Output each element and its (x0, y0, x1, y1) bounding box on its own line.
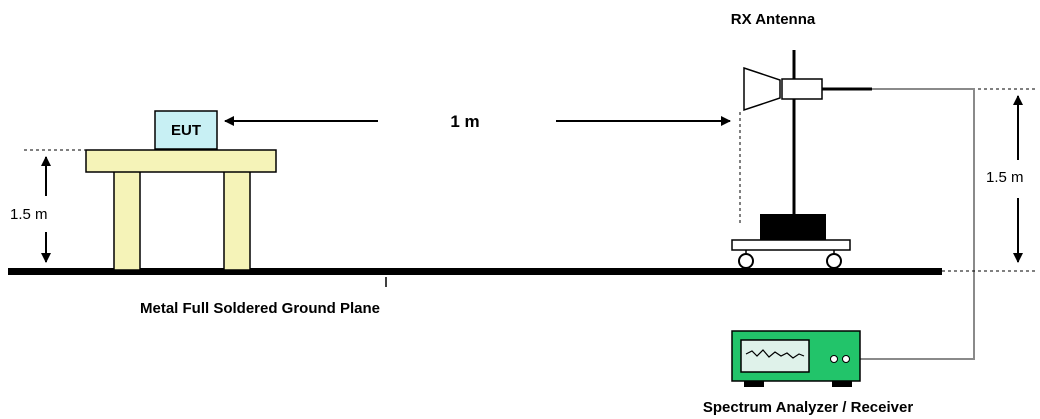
horn-antenna (743, 66, 872, 112)
distance-label: 1 m (450, 112, 479, 131)
analyzer-knob-1 (830, 355, 838, 363)
cart-wheel-left (738, 253, 754, 269)
horn-flare (743, 66, 781, 112)
ground-plane (8, 268, 942, 275)
analyzer-screen (740, 339, 810, 373)
table-top (85, 149, 277, 173)
table (85, 149, 277, 271)
table-leg-left (113, 169, 141, 271)
antenna-mount (781, 78, 823, 100)
antenna-mast (731, 50, 851, 269)
analyzer-foot-right (832, 380, 852, 387)
analyzer-foot-left (744, 380, 764, 387)
table-leg-right (223, 169, 251, 271)
cart-platform (731, 239, 851, 251)
eut-label: EUT (171, 122, 201, 139)
antenna-height-label: 1.5 m (986, 169, 1024, 186)
analyzer-knob-2 (842, 355, 850, 363)
analyzer-trace (745, 349, 805, 359)
cart-wheel-right (826, 253, 842, 269)
spectrum-analyzer (731, 330, 861, 387)
receiver-label: Spectrum Analyzer / Receiver (703, 399, 914, 416)
table-height-label: 1.5 m (10, 206, 48, 223)
rx-antenna-label: RX Antenna (731, 11, 816, 28)
mast-weight-block (760, 214, 826, 240)
ground-plane-label: Metal Full Soldered Ground Plane (140, 300, 380, 317)
coax-cable (860, 88, 975, 360)
